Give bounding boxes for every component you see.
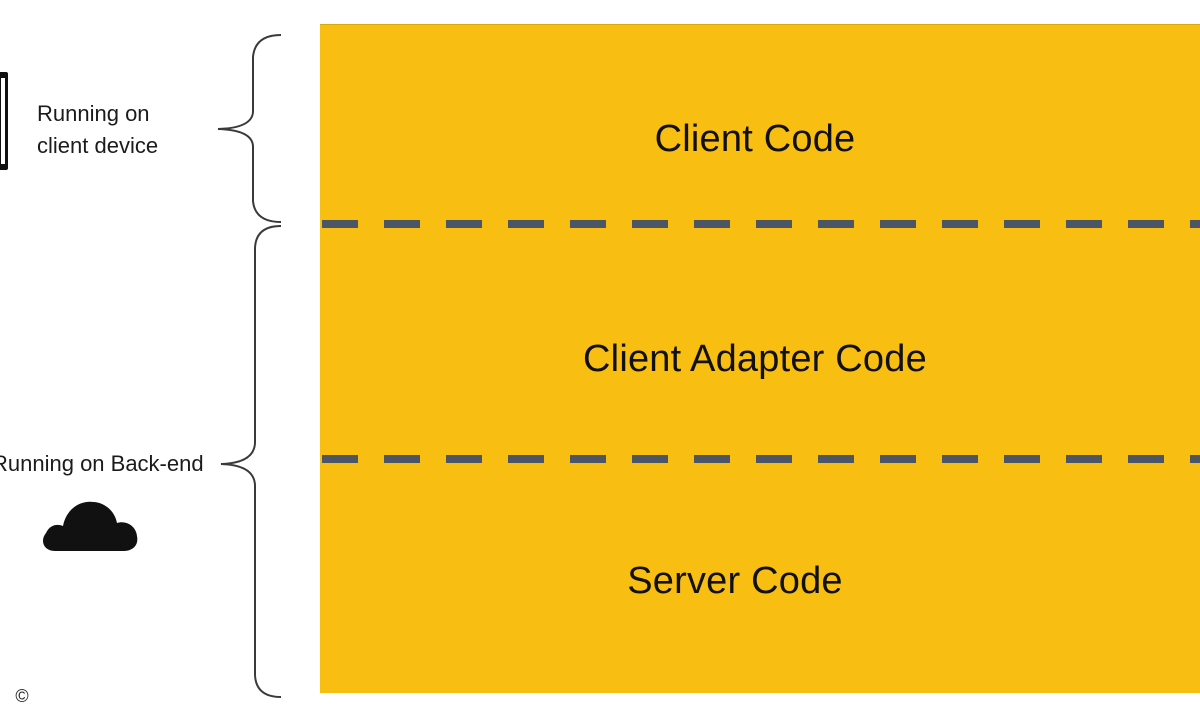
code-layer-panel bbox=[320, 24, 1200, 693]
copyright-icon: © bbox=[15, 686, 29, 706]
client-code-label: Client Code bbox=[654, 118, 856, 160]
client-device-brace bbox=[217, 34, 282, 223]
server-code-label: Server Code bbox=[627, 560, 843, 602]
phone-icon bbox=[0, 72, 8, 170]
client-device-label: Running on client device bbox=[37, 101, 159, 158]
backend-brace bbox=[220, 225, 282, 698]
client-adapter-code-label: Client Adapter Code bbox=[583, 338, 927, 380]
cloud-icon bbox=[43, 501, 138, 551]
backend-label: Running on Back-end bbox=[0, 451, 204, 476]
